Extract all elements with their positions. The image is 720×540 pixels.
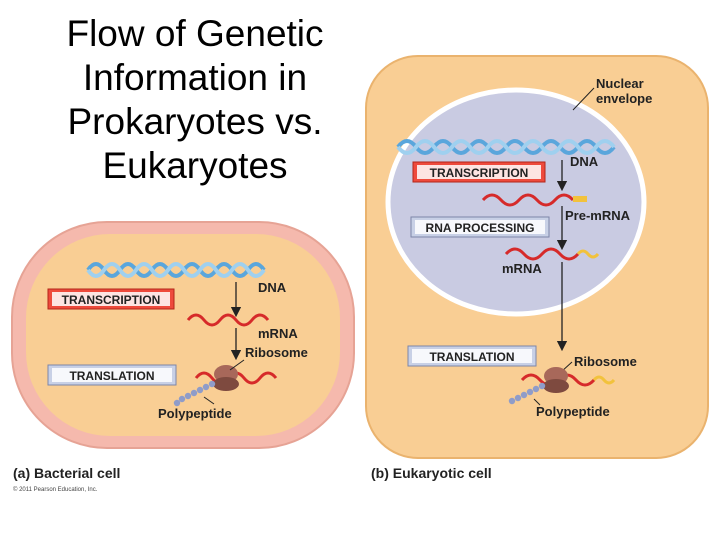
eukaryotic-polypeptide-pointer <box>533 398 541 406</box>
eukaryotic-polypeptide-label: Polypeptide <box>536 404 610 419</box>
nuclear-envelope-label-line1: Nuclear <box>596 76 644 91</box>
pre-mrna-label: Pre-mRNA <box>565 208 631 223</box>
eukaryotic-cell-caption: (b) Eukaryotic cell <box>371 465 492 481</box>
bacterial-translation-label: TRANSLATION <box>69 369 154 383</box>
bacterial-dna-helix <box>86 262 266 278</box>
bacterial-translation-box: TRANSLATION <box>47 364 177 386</box>
bacterial-ribosome <box>213 365 239 391</box>
title-line-4: Eukaryotes <box>102 145 288 186</box>
eukaryotic-transcription-box: TRANSCRIPTION <box>412 161 546 183</box>
title-line-3: Prokaryotes vs. <box>67 101 323 142</box>
rna-processing-label: RNA PROCESSING <box>426 221 535 235</box>
copyright-notice: © 2011 Pearson Education, Inc. <box>13 486 98 493</box>
bacterial-dna-label: DNA <box>258 280 287 295</box>
eukaryotic-mrna-label: mRNA <box>502 261 542 276</box>
eukaryotic-translation-box: TRANSLATION <box>407 345 537 367</box>
pre-mrna-strand <box>481 193 575 207</box>
eukaryotic-ribosome-label: Ribosome <box>574 354 637 369</box>
bacterial-transcription-label: TRANSCRIPTION <box>62 293 161 307</box>
eukaryotic-translation-label: TRANSLATION <box>429 350 514 364</box>
bacterial-cell-caption: (a) Bacterial cell <box>13 465 120 481</box>
eukaryotic-polypeptide <box>508 382 546 405</box>
mrna-poly-a-tail <box>576 249 600 259</box>
eukaryotic-dna-label: DNA <box>570 154 599 169</box>
bacterial-ribosome-pointer <box>229 359 245 371</box>
eukaryotic-dna-helix <box>396 139 616 155</box>
bacterial-transcription-box: TRANSCRIPTION <box>47 288 175 310</box>
eukaryotic-ribosome <box>543 367 569 393</box>
bacterial-ribosome-label: Ribosome <box>245 345 308 360</box>
bacterial-polypeptide-pointer <box>203 396 215 405</box>
title-line-1: Flow of Genetic <box>66 13 324 54</box>
bacterial-polypeptide-label: Polypeptide <box>158 406 232 421</box>
nuclear-envelope-label-line2: envelope <box>596 91 652 106</box>
nuclear-envelope-pointer <box>572 87 595 111</box>
eukaryotic-transcription-label: TRANSCRIPTION <box>430 166 529 180</box>
rna-processing-box: RNA PROCESSING <box>410 216 550 238</box>
pre-mrna-cap <box>573 196 587 202</box>
bacterial-polypeptide <box>173 380 216 407</box>
mature-mrna-strand <box>504 247 580 261</box>
bacterial-mrna-strand <box>186 313 270 327</box>
bacterial-mrna-label: mRNA <box>258 326 298 341</box>
title-line-2: Information in <box>82 57 308 98</box>
slide-title: Flow of Genetic Information in Prokaryot… <box>30 12 360 188</box>
eukaryotic-translated-tail <box>592 375 616 385</box>
